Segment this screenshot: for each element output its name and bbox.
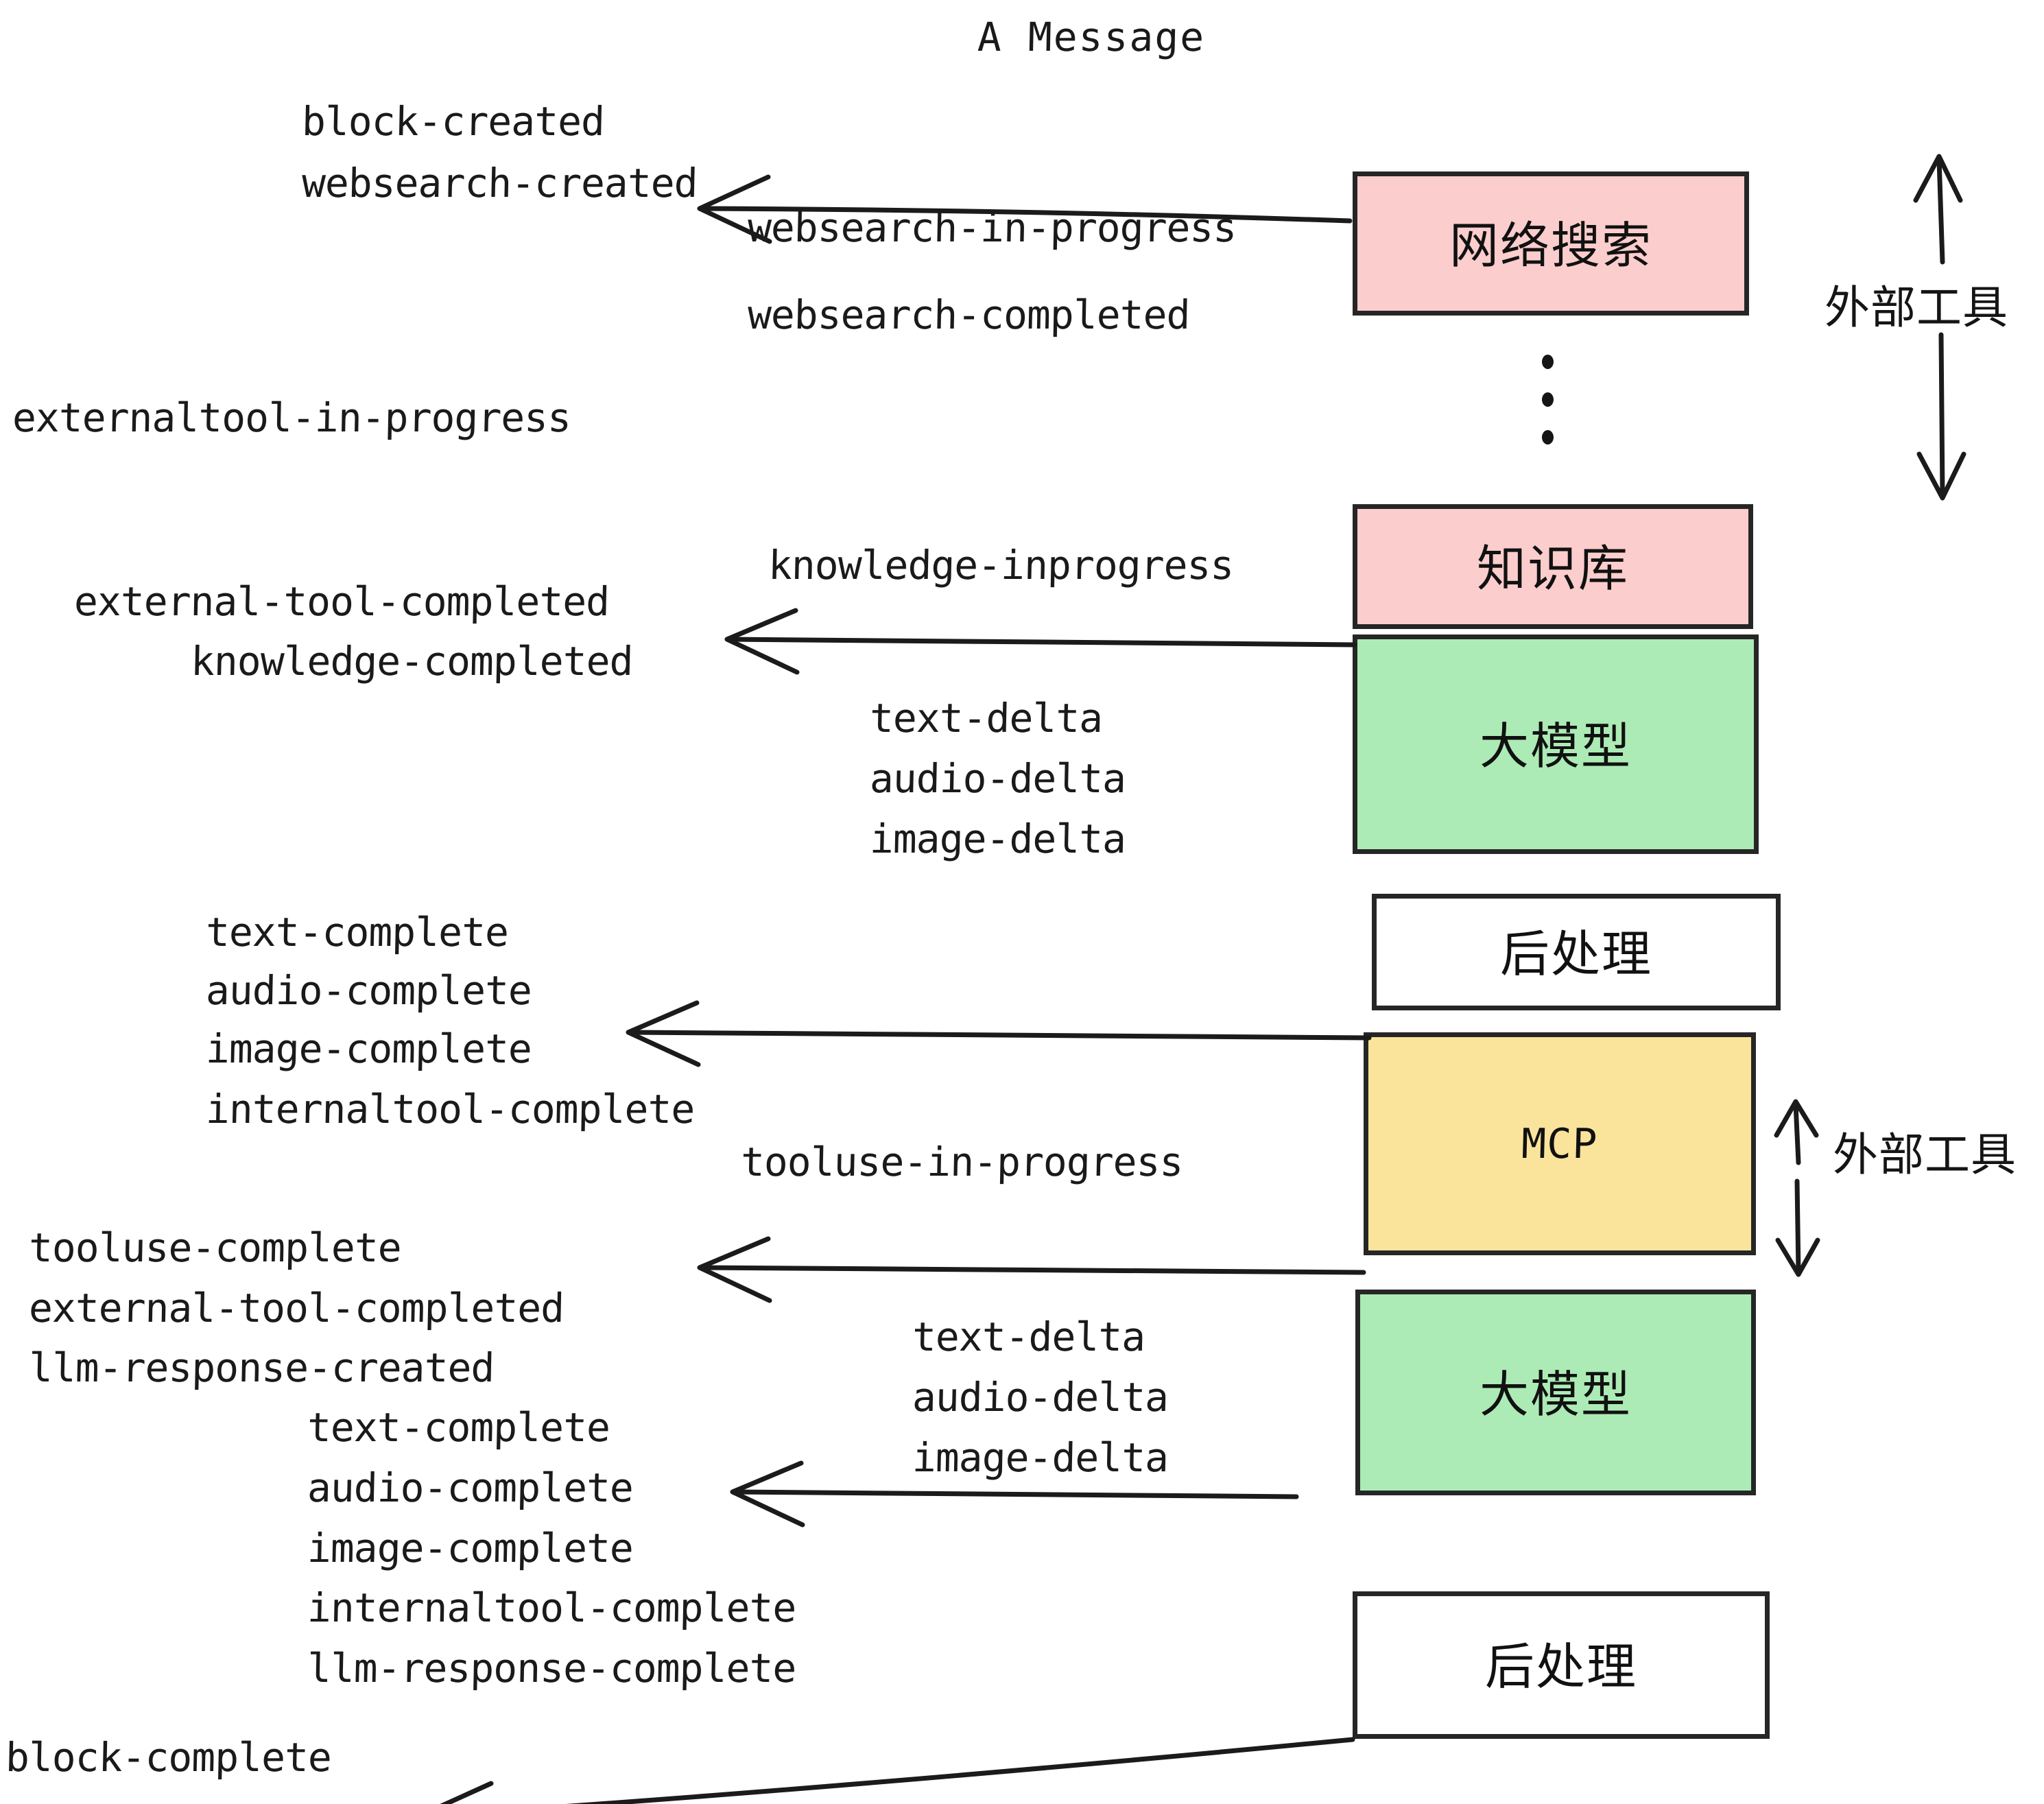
- event-label-external-tool-completed: external-tool-completed: [73, 578, 610, 625]
- event-label-block-complete: block-complete: [5, 1734, 332, 1781]
- node-websearch[interactable]: 网络搜索: [1353, 171, 1749, 316]
- event-label-llm-response-complete: llm-response-complete: [307, 1645, 797, 1692]
- node-knowledge[interactable]: 知识库: [1353, 504, 1753, 629]
- node-postprocess-1[interactable]: 后处理: [1372, 894, 1781, 1010]
- event-label-llm-response-created: llm-response-created: [28, 1344, 495, 1391]
- event-label-image-complete-1: image-complete: [205, 1025, 532, 1072]
- event-label-audio-complete-1: audio-complete: [205, 967, 532, 1014]
- event-label-knowledge-completed: knowledge-completed: [190, 638, 634, 685]
- arrow-knowledge-to-knowledge-completed: [724, 608, 1357, 675]
- event-label-internaltool-complete-1: internaltool-complete: [205, 1086, 696, 1132]
- node-mcp-label: MCP: [1521, 1119, 1599, 1168]
- event-label-text-delta-1: text-delta: [869, 695, 1103, 741]
- event-label-image-complete-2: image-complete: [307, 1525, 634, 1571]
- side-label-external-tools-bottom: 外部工具: [1833, 1128, 2017, 1181]
- event-label-tooluse-in-progress: tooluse-in-progress: [740, 1139, 1184, 1185]
- node-websearch-label: 网络搜索: [1449, 216, 1652, 274]
- node-llm-2-label: 大模型: [1479, 1365, 1632, 1423]
- node-mcp[interactable]: MCP: [1364, 1032, 1756, 1255]
- node-postprocess-2-label: 后处理: [1484, 1638, 1637, 1696]
- event-label-websearch-completed: websearch-completed: [747, 292, 1191, 338]
- arrow-mcp-to-tooluse-complete: [697, 1236, 1366, 1303]
- event-label-text-complete-1: text-complete: [205, 909, 509, 956]
- event-label-websearch-in-progress: websearch-in-progress: [747, 204, 1237, 251]
- node-llm-1-label: 大模型: [1479, 717, 1632, 775]
- node-postprocess-2[interactable]: 后处理: [1353, 1591, 1770, 1739]
- side-label-external-tools-top: 外部工具: [1825, 281, 2008, 334]
- event-label-websearch-created: websearch-created: [301, 160, 698, 206]
- node-llm-2[interactable]: 大模型: [1355, 1290, 1756, 1495]
- diagram-title: A Message: [977, 14, 1206, 60]
- event-label-tooluse-complete: tooluse-complete: [28, 1224, 402, 1271]
- event-label-audio-delta-2: audio-delta: [912, 1374, 1169, 1421]
- vertical-ellipsis: [1542, 343, 1554, 456]
- event-label-externaltool-in-progress: externaltool-in-progress: [12, 394, 571, 441]
- arrow-postprocess2-to-block-complete: [440, 1737, 1355, 1804]
- arrow-postprocess1-to-image-complete: [626, 1000, 1372, 1067]
- arrow-external-tools-bottom: [1774, 1099, 1820, 1277]
- event-label-audio-complete-2: audio-complete: [307, 1464, 634, 1511]
- node-llm-1[interactable]: 大模型: [1353, 634, 1759, 854]
- node-postprocess-1-label: 后处理: [1499, 925, 1652, 983]
- event-label-image-delta-1: image-delta: [869, 816, 1126, 862]
- node-knowledge-label: 知识库: [1476, 539, 1629, 597]
- event-label-text-delta-2: text-delta: [912, 1314, 1145, 1360]
- event-label-text-complete-2: text-complete: [307, 1404, 610, 1451]
- event-label-block-created: block-created: [301, 98, 605, 145]
- event-label-audio-delta-1: audio-delta: [869, 755, 1126, 802]
- event-label-image-delta-2: image-delta: [912, 1434, 1169, 1481]
- event-label-internaltool-complete-2: internaltool-complete: [307, 1585, 797, 1631]
- event-label-external-tool-completed-2: external-tool-completed: [28, 1285, 565, 1331]
- event-label-knowledge-inprogress: knowledge-inprogress: [768, 542, 1235, 589]
